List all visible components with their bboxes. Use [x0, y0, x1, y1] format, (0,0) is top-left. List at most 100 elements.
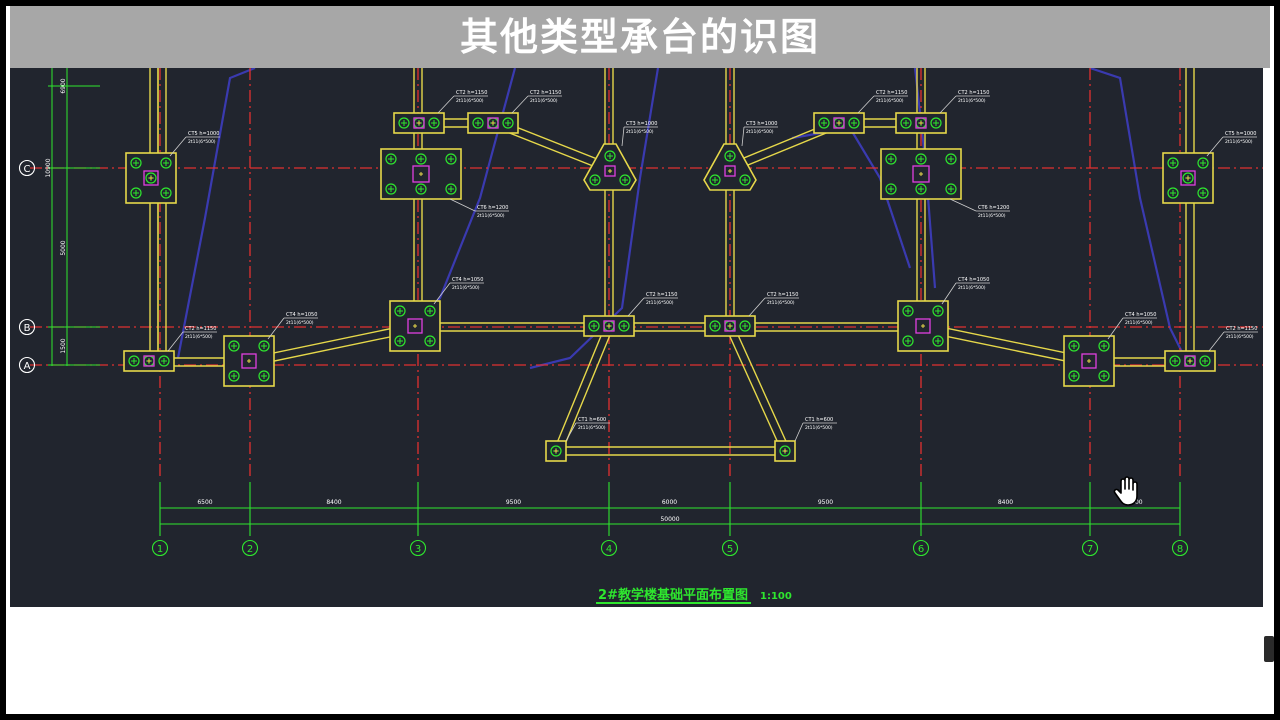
pile — [128, 355, 140, 367]
cap-rebar-label: 2t11(6*500) — [286, 320, 314, 326]
cap-label: CT3 h=1000 — [746, 121, 777, 127]
span-dimension-label: 9500 — [506, 499, 521, 506]
scrollbar-thumb[interactable] — [1264, 636, 1274, 662]
pile — [385, 183, 397, 195]
frame-top — [0, 0, 1280, 6]
pile — [885, 153, 897, 165]
pile — [1197, 157, 1209, 169]
pile — [228, 370, 240, 382]
axis-bubble-1 — [151, 539, 169, 557]
pile — [915, 183, 927, 195]
pile — [385, 153, 397, 165]
axis-label-A: A — [24, 361, 31, 372]
pile — [900, 117, 912, 129]
pile — [158, 355, 170, 367]
leader-line — [941, 282, 957, 305]
tie-beam — [1185, 68, 1195, 365]
frame-right — [1274, 0, 1280, 720]
column — [407, 318, 423, 334]
pile — [739, 174, 751, 186]
cap-label: CT2 h=1150 — [646, 292, 677, 298]
leader-line — [748, 297, 766, 317]
column — [1180, 170, 1196, 186]
pile — [1167, 157, 1179, 169]
pile — [885, 183, 897, 195]
pile — [619, 174, 631, 186]
pile — [848, 117, 860, 129]
leader-line — [1208, 331, 1225, 352]
axis-label-6: 6 — [918, 544, 924, 555]
cap-rebar-label: 2t11(6*500) — [477, 213, 505, 219]
column — [412, 165, 430, 183]
leader-line — [1206, 136, 1224, 157]
cap-rebar-label: 2t11(6*500) — [456, 98, 484, 104]
pile — [1098, 370, 1110, 382]
leader-line — [449, 198, 476, 212]
pile — [258, 340, 270, 352]
pile — [618, 320, 630, 332]
cad-drawing-canvas[interactable]: CT5 h=1000 2t11(6*500) CT5 h=1000 2t11(6*50… — [10, 68, 1263, 607]
pile — [424, 335, 436, 347]
pile — [415, 183, 427, 195]
pile — [160, 187, 172, 199]
axis-label-2: 2 — [247, 544, 253, 555]
span-dimension-label: 8400 — [326, 499, 341, 506]
pile — [604, 150, 616, 162]
pile — [709, 320, 721, 332]
tie-beam — [418, 322, 921, 332]
axis-bubble-4 — [600, 539, 618, 557]
cap-label: CT2 h=1150 — [185, 326, 216, 332]
pile — [445, 183, 457, 195]
cap-label: CT5 h=1000 — [188, 131, 219, 137]
cap-rebar-label: 2t11(6*500) — [1226, 334, 1254, 340]
slab-edge-line — [529, 68, 660, 370]
span-dimension-label: 6000 — [662, 499, 677, 506]
pile — [1167, 187, 1179, 199]
cap-rebar-label: 2t11(6*500) — [452, 285, 480, 291]
pile — [1199, 355, 1211, 367]
cap-label: CT4 h=1050 — [958, 277, 989, 283]
pile — [424, 305, 436, 317]
total-dimension-label: 50000 — [660, 516, 679, 523]
cap-label: CT6 h=1200 — [978, 205, 1009, 211]
drawing-caption: 2#教学楼基础平面布置图 — [598, 587, 748, 603]
pile — [428, 117, 440, 129]
pile — [160, 157, 172, 169]
pile — [902, 335, 914, 347]
axis-label-B: B — [24, 323, 31, 334]
cap-label: CT2 h=1150 — [958, 90, 989, 96]
column — [833, 117, 845, 129]
leader-line — [433, 282, 451, 305]
pile — [945, 153, 957, 165]
column — [912, 165, 930, 183]
axis-bubble-7 — [1081, 539, 1099, 557]
axis-label-4: 4 — [606, 544, 612, 555]
hand-pan-icon — [1113, 476, 1138, 506]
axis-bubble-6 — [912, 539, 930, 557]
cap-rebar-label: 2t11(6*500) — [805, 425, 833, 431]
cap-label: CT5 h=1000 — [1225, 131, 1256, 137]
leader-line — [939, 95, 957, 114]
pile — [945, 183, 957, 195]
cap-rebar-label: 2t11(6*500) — [1225, 139, 1253, 145]
axis-bubble-5 — [721, 539, 739, 557]
column — [604, 165, 616, 177]
cap-rebar-label: 2t11(6*500) — [188, 139, 216, 145]
column — [143, 355, 155, 367]
column — [915, 117, 927, 129]
leader-line — [627, 297, 645, 317]
cap-rebar-label: 2t11(6*500) — [530, 98, 558, 104]
column — [724, 165, 736, 177]
leader-line — [565, 422, 577, 442]
pile — [502, 117, 514, 129]
pile — [394, 335, 406, 347]
dimension-label: 6900 — [60, 78, 67, 93]
pile — [589, 174, 601, 186]
pile — [902, 305, 914, 317]
cap-rebar-label: 2t11(6*500) — [626, 129, 654, 135]
column — [1184, 355, 1196, 367]
cap-rebar-label: 2t11(6*500) — [978, 213, 1006, 219]
leader-line — [741, 126, 745, 147]
frame-left — [0, 0, 6, 720]
cap-label: CT2 h=1150 — [767, 292, 798, 298]
